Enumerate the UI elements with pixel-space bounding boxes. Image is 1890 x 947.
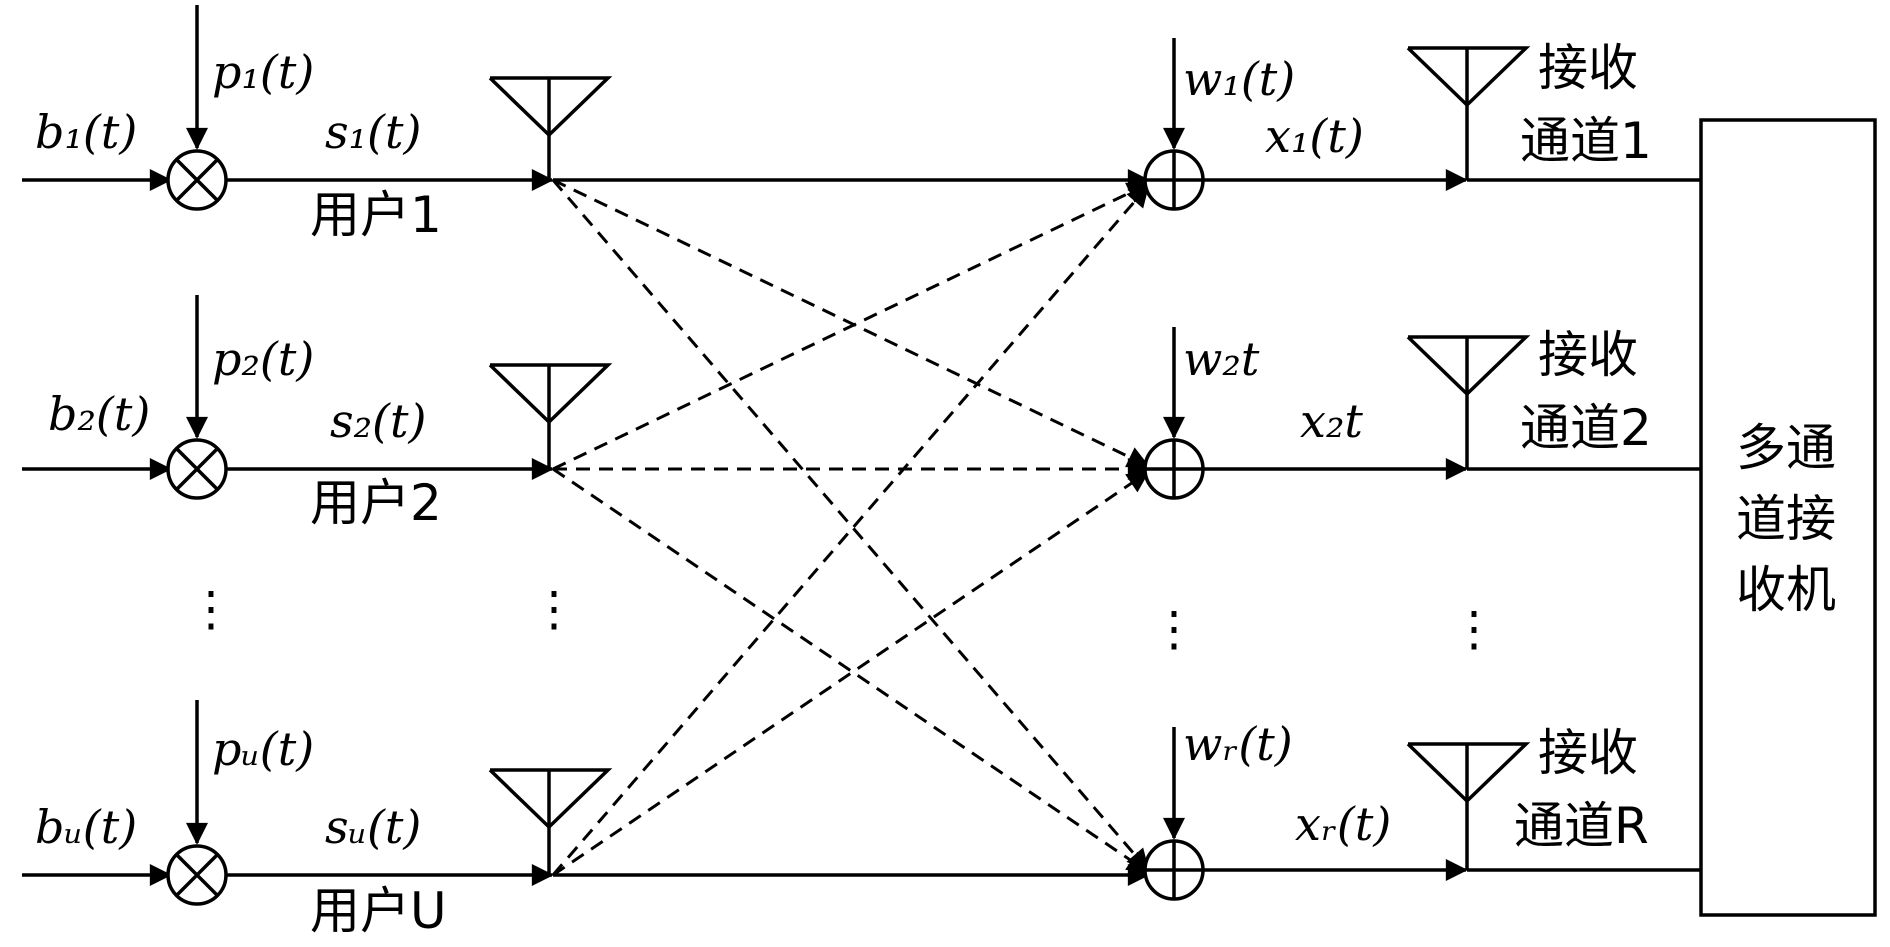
ellipsis-multipliers: ⋮: [187, 581, 235, 637]
signal-label-x1: x₁(t): [1265, 109, 1364, 163]
noise-label-wr: wᵣ(t): [1183, 717, 1293, 771]
rx-antenna-2: [1406, 335, 1531, 469]
tx-antenna-1: [488, 76, 613, 180]
input-label-b2: b₂(t): [48, 387, 150, 441]
adder-1: [1143, 149, 1205, 211]
signal-label-su: sᵤ(t): [325, 800, 421, 854]
noise-label-w2: w₂t: [1183, 332, 1260, 386]
ellipsis-tx-antennas: ⋮: [530, 581, 578, 637]
adder-2: [1143, 438, 1205, 500]
cross-path-2-1: [552, 182, 1150, 471]
multiplier-u: [166, 844, 228, 906]
cross-path-1-2: [552, 178, 1150, 468]
signal-label-x2: x₂t: [1300, 394, 1363, 448]
spread-label-pu: pᵤ(t): [212, 722, 314, 776]
spread-label-p2: p₂(t): [212, 332, 314, 386]
cross-path-1-r: [551, 179, 1150, 872]
adder-r: [1143, 839, 1205, 901]
spread-label-p1: p₁(t): [212, 45, 314, 99]
rx-channel-2: w₂t x₂t 接收 通道2: [1143, 326, 1701, 500]
multi-channel-receiver: 多通 道接 收机: [1699, 118, 1877, 917]
receiver-label-line2: 道接: [1736, 490, 1836, 548]
tx-antenna-u: [488, 768, 613, 875]
ellipsis-adders: ⋮: [1150, 601, 1198, 657]
receiver-label-line3: 收机: [1736, 561, 1836, 619]
channel-label-r-line2: 通道R: [1514, 797, 1649, 855]
rx-channel-r: wᵣ(t) xᵣ(t) 接收 通道R: [1143, 717, 1701, 901]
channel-label-r-line1: 接收: [1538, 724, 1638, 782]
channel-label-2-line2: 通道2: [1520, 399, 1652, 457]
cross-path-u-2: [552, 470, 1150, 877]
cross-path-u-1: [551, 184, 1150, 876]
ellipsis-markers: ⋮ ⋮ ⋮ ⋮: [187, 581, 1498, 657]
signal-label-xr: xᵣ(t): [1295, 797, 1391, 851]
receiver-box: [1699, 118, 1877, 917]
rx-channel-1: w₁(t) x₁(t) 接收 通道1: [1143, 38, 1701, 211]
user-label-u: 用户U: [310, 882, 447, 940]
channel-label-1-line1: 接收: [1538, 39, 1638, 97]
input-label-bu: bᵤ(t): [35, 800, 137, 854]
channel-label-1-line2: 通道1: [1520, 112, 1652, 170]
ellipsis-rx-antennas: ⋮: [1450, 601, 1498, 657]
multiplier-1: [166, 149, 228, 211]
noise-label-w1: w₁(t): [1183, 52, 1295, 106]
user-label-1: 用户1: [310, 186, 442, 244]
receiver-label-line1: 多通: [1736, 419, 1836, 477]
signal-label-s2: s₂(t): [330, 394, 426, 448]
rx-antenna-r: [1406, 742, 1531, 870]
signal-label-s1: s₁(t): [325, 105, 421, 159]
input-label-b1: b₁(t): [35, 105, 137, 159]
cross-path-2-r: [552, 467, 1150, 874]
channel-paths: [551, 169, 1150, 886]
multiplier-2: [166, 438, 228, 500]
channel-label-2-line1: 接收: [1538, 326, 1638, 384]
user-1-branch: b₁(t) p₁(t) s₁(t) 用户1: [22, 5, 613, 244]
user-2-branch: b₂(t) p₂(t) s₂(t) 用户2: [22, 295, 613, 532]
rx-antenna-1: [1406, 46, 1531, 180]
user-label-2: 用户2: [310, 474, 442, 532]
user-u-branch: bᵤ(t) pᵤ(t) sᵤ(t) 用户U: [22, 700, 613, 940]
tx-antenna-2: [488, 363, 613, 469]
